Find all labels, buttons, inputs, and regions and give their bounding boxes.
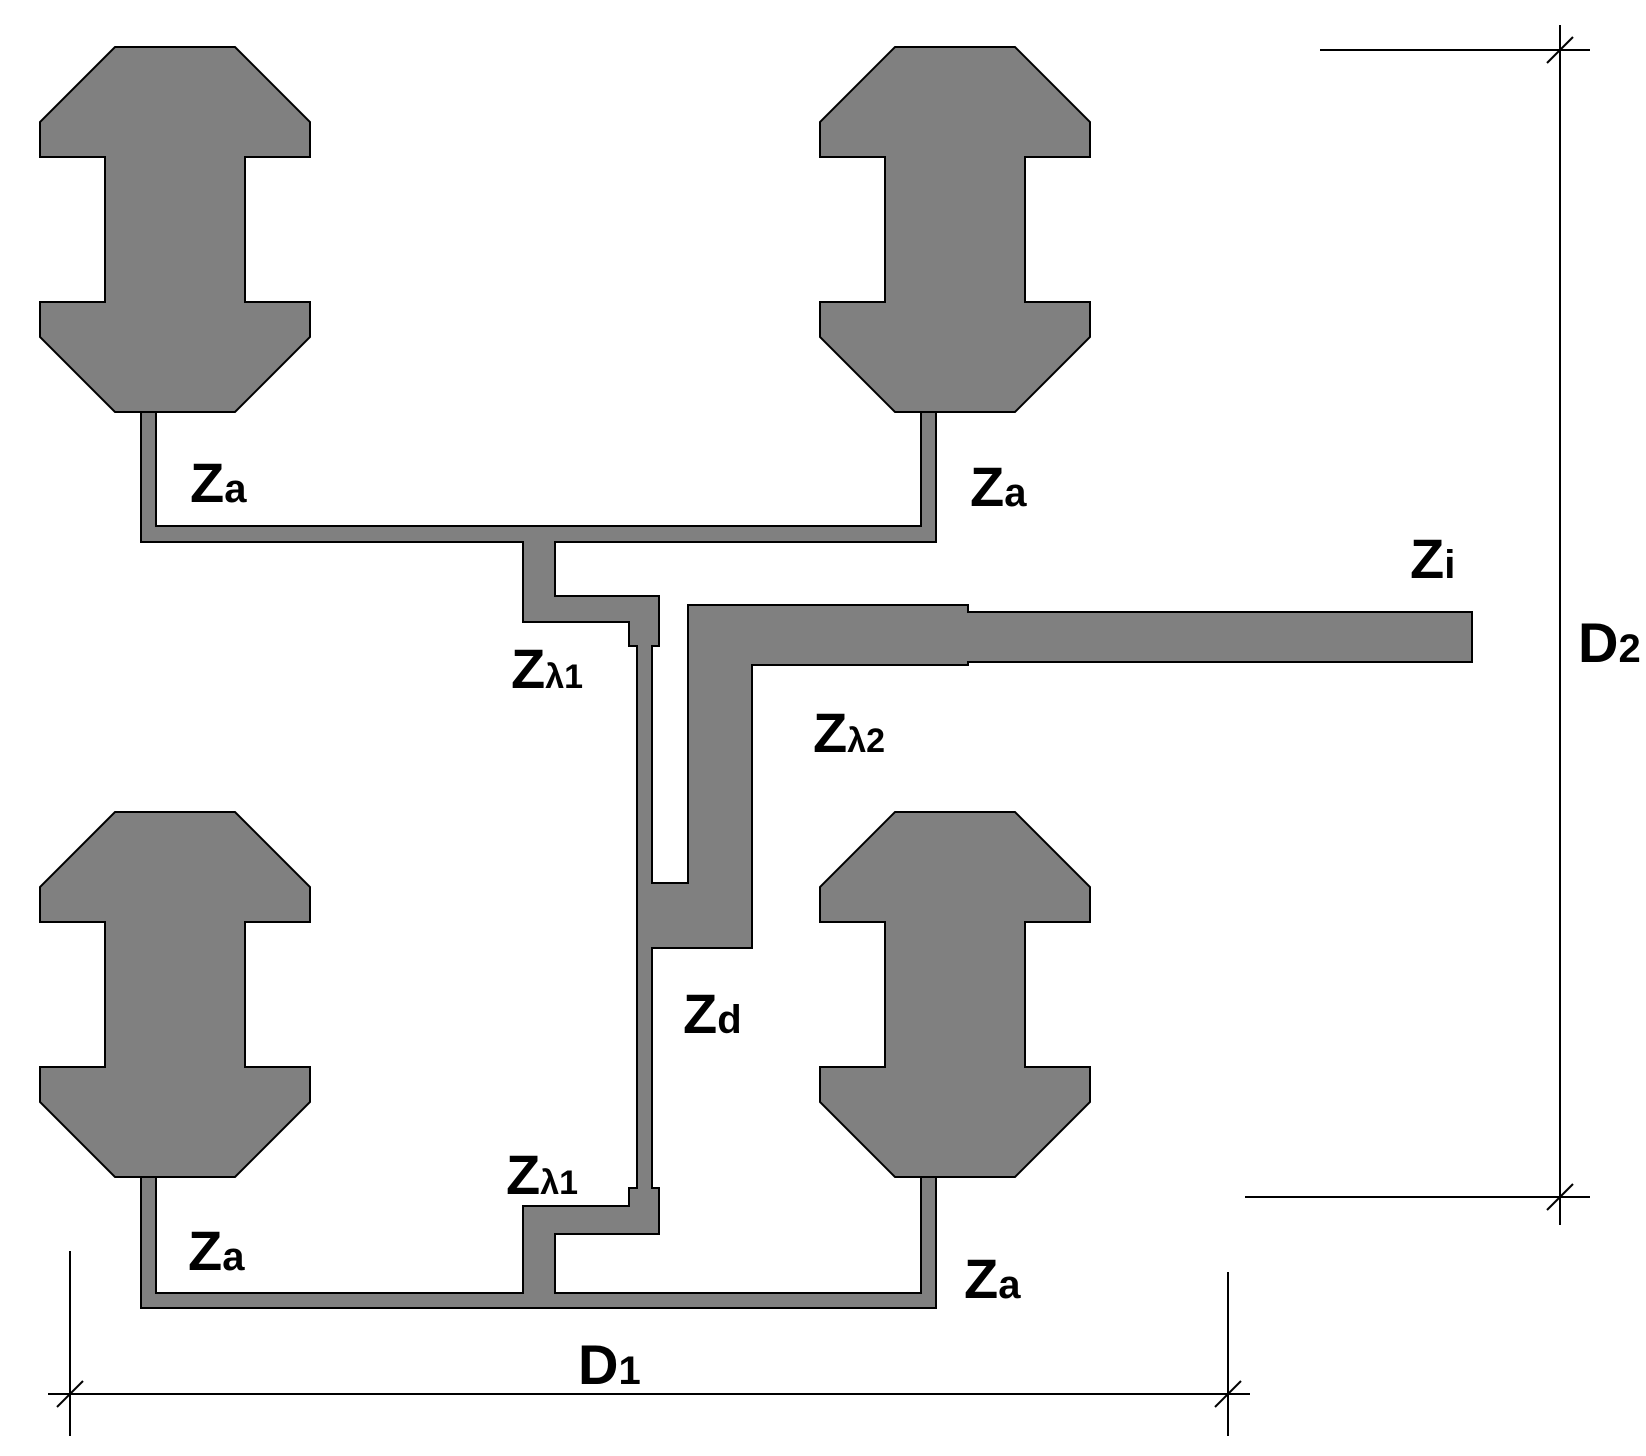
patch-top-left xyxy=(39,46,311,413)
label-za-bottom-right: Za xyxy=(964,1247,1021,1310)
label-zlambda1-lower: Zλ1 xyxy=(506,1143,578,1206)
patch-bottom-right xyxy=(819,811,1091,1178)
label-za-bottom-left: Za xyxy=(188,1219,245,1282)
label-zlambda1-upper: Zλ1 xyxy=(511,637,583,700)
dimension-d1 xyxy=(48,1251,1250,1436)
seam-fills xyxy=(142,413,1471,1307)
patch-bottom-left xyxy=(39,811,311,1178)
label-zd: Zd xyxy=(683,982,742,1045)
label-zi: Zi xyxy=(1410,527,1455,590)
label-d1: D1 xyxy=(578,1333,641,1396)
dimension-d2 xyxy=(1245,25,1590,1225)
patch-top-right xyxy=(819,46,1091,413)
label-za-top-right: Za xyxy=(970,455,1027,518)
label-d2: D2 xyxy=(1578,611,1641,674)
feed-network xyxy=(140,411,1473,1309)
label-za-top-left: Za xyxy=(190,451,247,514)
label-zlambda2: Zλ2 xyxy=(813,701,885,764)
